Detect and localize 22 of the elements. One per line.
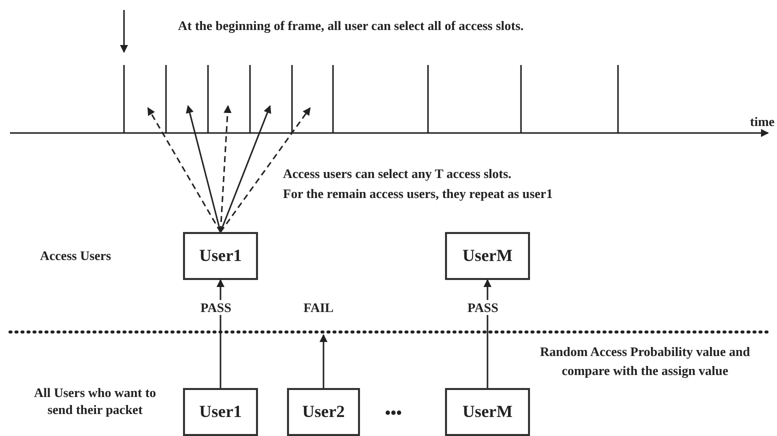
edge-label: FAIL [302,300,336,315]
arrow [220,105,232,232]
arrow [147,107,222,232]
arrow [320,334,328,388]
note: For the remain access users, they repeat as user1 [283,186,553,202]
row-label: All Users who want to send their packet [32,384,158,418]
edge-label: PASS [198,300,234,315]
user-box: UserM [445,388,530,436]
edge-label: PASS [466,300,500,315]
user-box: User1 [183,232,258,280]
user-box: User2 [287,388,360,436]
note: Random Access Probability value and compare with the assign value [539,343,751,380]
arrow [220,105,272,232]
row-label: Access Users [40,248,112,264]
user-box: User1 [183,388,258,436]
note: Access users can select any T access slots. [283,166,512,182]
axis-label: time [750,114,775,130]
user-box: UserM [445,232,530,280]
frame-note: At the beginning of frame, all user can select all of access slots. [178,18,524,34]
arrow [186,105,222,232]
arrow [220,107,311,232]
ellipsis: ••• [385,405,402,423]
